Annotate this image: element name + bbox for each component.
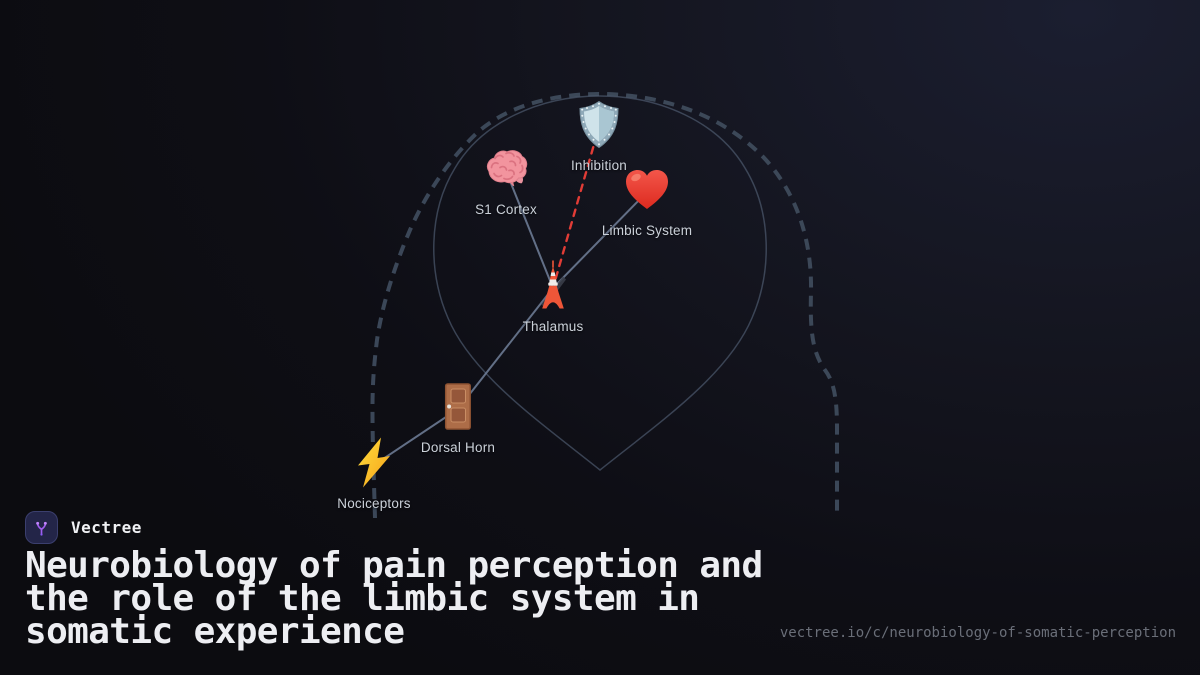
lightning-bolt-icon — [354, 437, 394, 494]
shield-icon — [578, 100, 621, 154]
title-line-3: somatic experience — [25, 611, 405, 652]
door-icon — [444, 383, 472, 435]
vectree-branch-icon — [36, 521, 47, 536]
heart-icon — [624, 169, 670, 216]
brain-icon — [482, 148, 530, 195]
node-label: Limbic System — [601, 223, 693, 238]
node-label: S1 Cortex — [475, 202, 537, 217]
title-line-2: the role of the limbic system in — [25, 578, 700, 619]
brand-row: Vectree — [25, 511, 142, 544]
brand-name: Vectree — [71, 518, 142, 537]
share-url: vectree.io/c/neurobiology-of-somatic-per… — [779, 625, 1176, 641]
node-label: Thalamus — [522, 319, 584, 334]
vectree-logo — [25, 511, 58, 544]
node-label: Dorsal Horn — [420, 440, 496, 455]
tower-icon — [535, 259, 571, 318]
edges-layer — [373, 145, 648, 466]
title-line-1: Neurobiology of pain perception and — [25, 545, 763, 586]
node-label: Nociceptors — [337, 496, 411, 511]
node-label: Inhibition — [570, 158, 628, 173]
page-title: Neurobiology of pain perception and the … — [25, 545, 763, 652]
